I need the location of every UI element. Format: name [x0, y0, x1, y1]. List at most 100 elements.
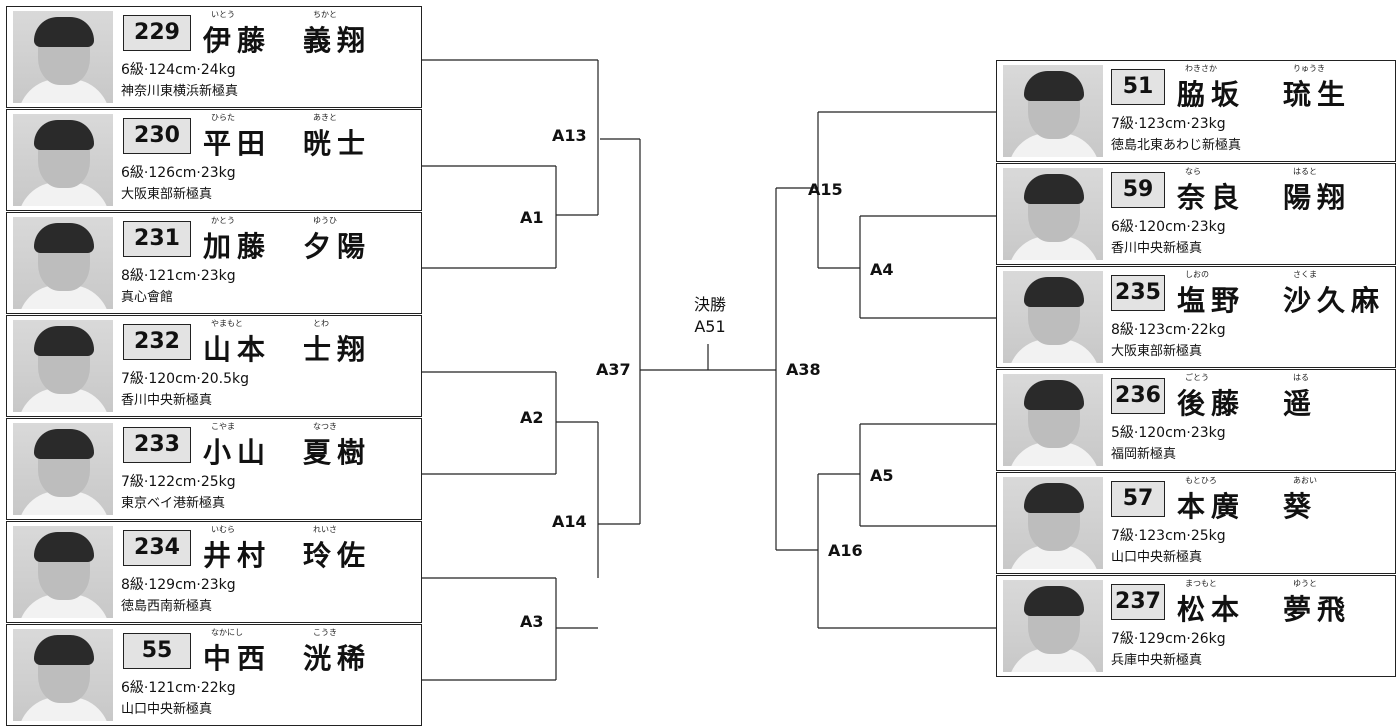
family-furigana: まつもと	[1185, 579, 1217, 588]
match-label-a16: A16	[828, 541, 863, 560]
match-label-a37: A37	[596, 360, 631, 379]
match-label-a13: A13	[552, 126, 587, 145]
given-name: 夢飛	[1283, 593, 1352, 626]
rank-height-weight: 7級·123cm·25kg	[1111, 528, 1226, 544]
rank-height-weight: 8級·121cm·23kg	[121, 268, 236, 284]
given-name: 葵	[1283, 490, 1318, 523]
given-name: 晄士	[303, 127, 372, 160]
family-furigana: やまもと	[211, 319, 243, 328]
entry-number: 51	[1111, 69, 1165, 105]
rank-height-weight: 6級·124cm·24kg	[121, 62, 236, 78]
given-furigana: りゅうき	[1293, 64, 1325, 73]
entry-number: 230	[123, 118, 191, 154]
competitor-photo	[1003, 65, 1103, 157]
family-name: 後藤	[1177, 387, 1246, 420]
entry-number: 55	[123, 633, 191, 669]
family-name: 塩野	[1177, 284, 1246, 317]
competitor-photo	[1003, 580, 1103, 672]
given-name: 洸稀	[303, 642, 372, 675]
family-name: 奈良	[1177, 181, 1246, 214]
rank-height-weight: 6級·121cm·22kg	[121, 680, 236, 696]
family-furigana: こやま	[211, 422, 235, 431]
family-name: 中西	[203, 642, 272, 675]
family-name: 加藤	[203, 230, 272, 263]
competitor-photo	[13, 526, 113, 618]
match-label-a14: A14	[552, 512, 587, 531]
dojo-name: 徳島西南新極真	[121, 599, 213, 614]
entry-number: 231	[123, 221, 191, 257]
family-name: 平田	[203, 127, 272, 160]
rank-height-weight: 8級·129cm·23kg	[121, 577, 236, 593]
given-furigana: ゆうひ	[313, 216, 337, 225]
family-name: 山本	[203, 333, 272, 366]
final-match: 決勝 A51	[680, 294, 740, 338]
dojo-name: 大阪東部新極真	[1111, 344, 1203, 359]
given-furigana: とわ	[313, 319, 329, 328]
entry-number: 234	[123, 530, 191, 566]
dojo-name: 香川中央新極真	[1111, 241, 1203, 256]
family-name: 井村	[203, 539, 272, 572]
family-name: 本廣	[1177, 490, 1246, 523]
competitor-photo	[13, 423, 113, 515]
dojo-name: 香川中央新極真	[121, 393, 213, 408]
competitor-photo	[13, 629, 113, 721]
family-name: 脇坂	[1177, 78, 1246, 111]
family-furigana: ごとう	[1185, 373, 1209, 382]
rank-height-weight: 6級·126cm·23kg	[121, 165, 236, 181]
family-furigana: もとひろ	[1185, 476, 1217, 485]
given-name: 玲佐	[303, 539, 372, 572]
competitor-photo	[13, 114, 113, 206]
given-furigana: あおい	[1293, 476, 1317, 485]
entry-number: 59	[1111, 172, 1165, 208]
given-name: 陽翔	[1283, 181, 1352, 214]
dojo-name: 山口中央新極真	[1111, 550, 1203, 565]
rank-height-weight: 8級·123cm·22kg	[1111, 322, 1226, 338]
match-label-a15: A15	[808, 180, 843, 199]
family-name: 松本	[1177, 593, 1246, 626]
given-furigana: ゆうと	[1293, 579, 1317, 588]
dojo-name: 真心會館	[121, 290, 174, 305]
family-furigana: かとう	[211, 216, 235, 225]
entry-number: 235	[1111, 275, 1165, 311]
family-furigana: いむら	[211, 525, 235, 534]
rank-height-weight: 7級·120cm·20.5kg	[121, 371, 250, 387]
given-furigana: こうき	[313, 628, 337, 637]
family-furigana: しおの	[1185, 270, 1209, 279]
match-label-a2: A2	[520, 408, 544, 427]
match-label-a1: A1	[520, 208, 544, 227]
competitor-photo	[1003, 477, 1103, 569]
entry-number: 232	[123, 324, 191, 360]
dojo-name: 兵庫中央新極真	[1111, 653, 1203, 668]
dojo-name: 徳島北東あわじ新極真	[1111, 138, 1242, 153]
competitor-photo	[1003, 271, 1103, 363]
final-label: 決勝	[693, 295, 726, 314]
match-label-a4: A4	[870, 260, 894, 279]
family-furigana: ひらた	[211, 113, 235, 122]
given-name: 琉生	[1283, 78, 1352, 111]
rank-height-weight: 5級·120cm·23kg	[1111, 425, 1226, 441]
given-furigana: さくま	[1293, 270, 1317, 279]
competitor-photo	[13, 217, 113, 309]
rank-height-weight: 6級·120cm·23kg	[1111, 219, 1226, 235]
given-name: 遥	[1283, 387, 1318, 420]
family-name: 小山	[203, 436, 272, 469]
family-furigana: なら	[1185, 167, 1201, 176]
final-code: A51	[694, 317, 726, 336]
dojo-name: 大阪東部新極真	[121, 187, 213, 202]
given-furigana: はると	[1293, 167, 1317, 176]
competitor-photo	[1003, 168, 1103, 260]
competitor-photo	[1003, 374, 1103, 466]
competitor-card: 59 なら はると奈良 陽翔 6級·120cm·23kg 香川中央新極真	[996, 163, 1396, 265]
dojo-name: 山口中央新極真	[121, 702, 213, 717]
family-furigana: いとう	[211, 10, 235, 19]
given-furigana: ちかと	[313, 10, 337, 19]
